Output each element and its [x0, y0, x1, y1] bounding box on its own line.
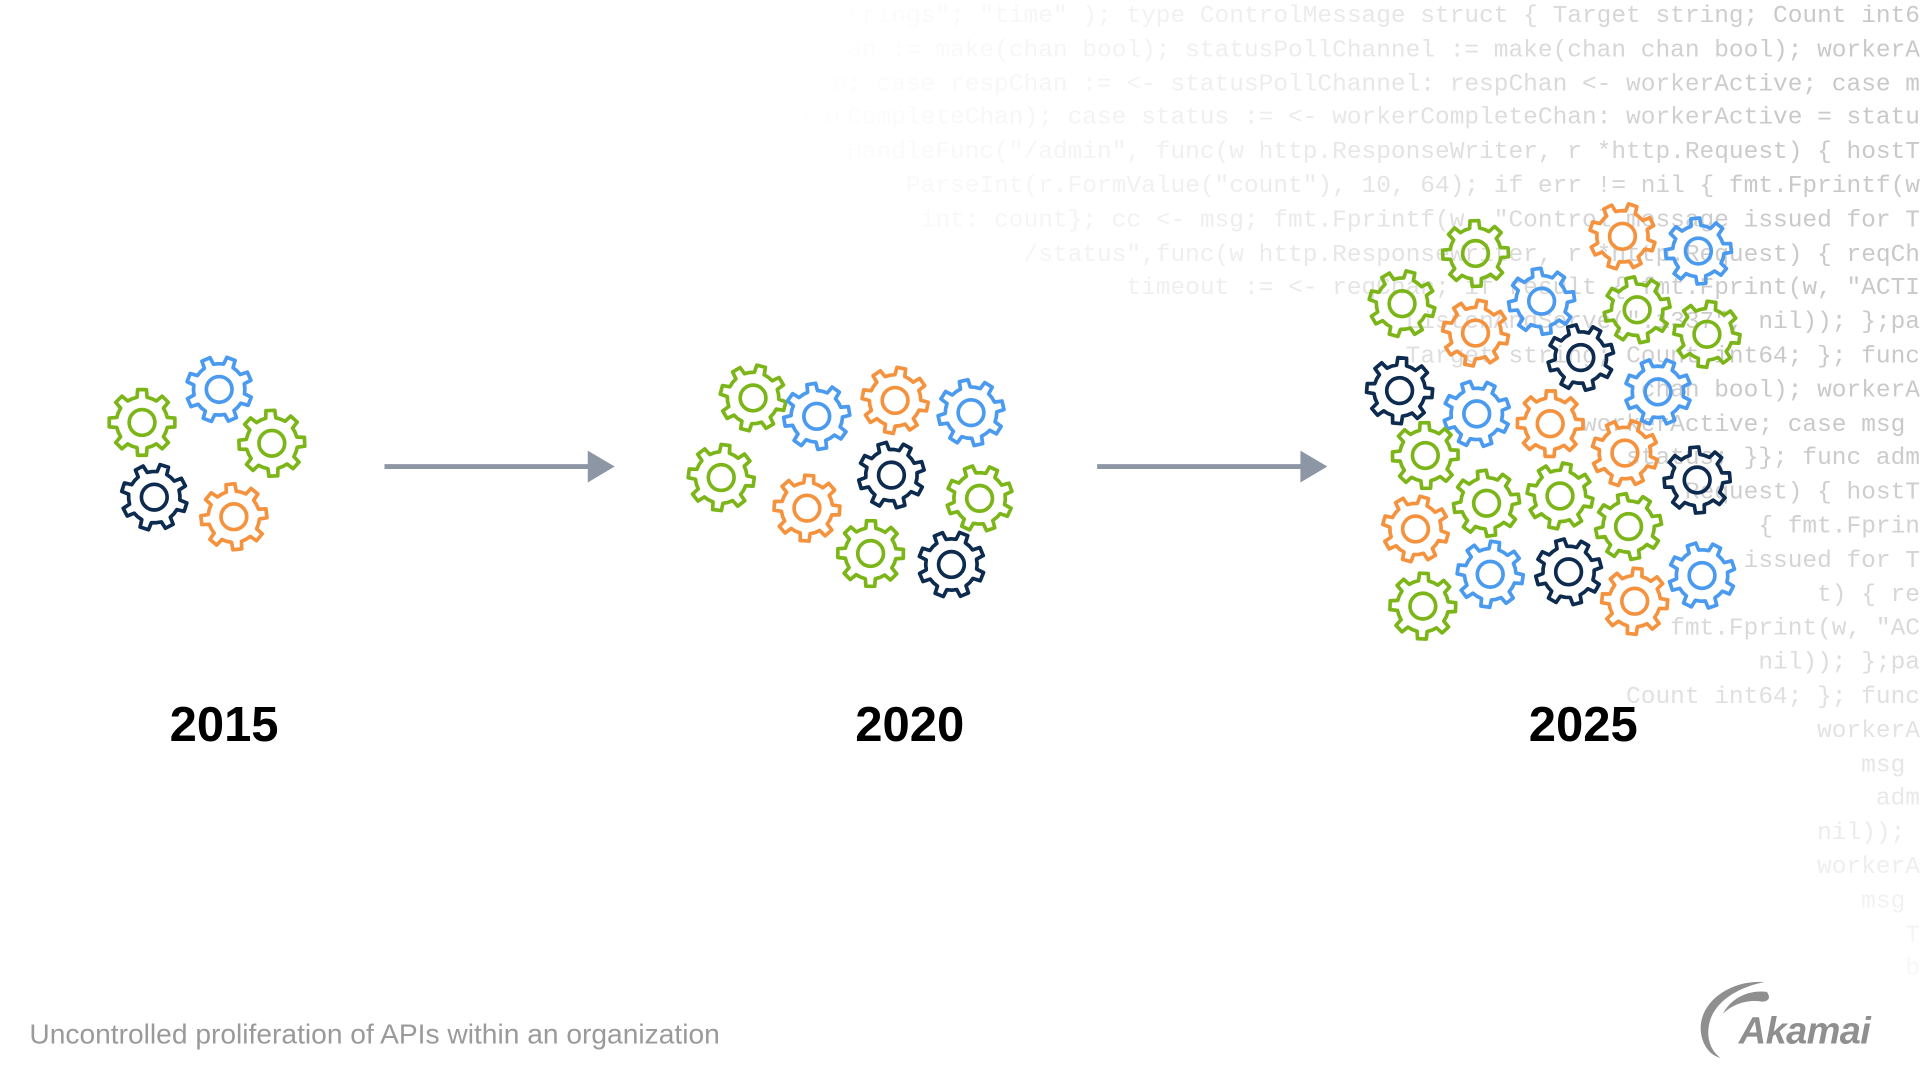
gear-icon [1515, 389, 1585, 459]
gear-icon [686, 442, 757, 513]
gear-icon [185, 355, 254, 424]
gear-icon [718, 363, 788, 433]
gear-icon [856, 440, 926, 510]
gear-icon [1663, 216, 1734, 286]
gear-icon [1451, 468, 1522, 539]
gear-icon [1590, 418, 1660, 488]
gear-icon [237, 408, 307, 479]
akamai-logo-text: Akamai [1738, 1008, 1871, 1052]
akamai-logo-icon [1700, 981, 1769, 1058]
gear-icon [1390, 420, 1460, 491]
gear-icon [1380, 494, 1451, 564]
gear-icon [860, 365, 931, 436]
gear-icon [945, 464, 1014, 533]
gear-icon [1506, 266, 1577, 337]
gear-icon [1442, 379, 1512, 449]
gear-icon [107, 387, 177, 458]
arrow-right-icon [1097, 450, 1328, 483]
gear-icon [1367, 269, 1437, 339]
gear-icon [835, 518, 906, 589]
gear-icon [198, 481, 269, 552]
year-label-2025: 2025 [1528, 697, 1638, 752]
year-label-2020: 2020 [855, 697, 965, 752]
gear-icon [1525, 461, 1595, 531]
gear-icon [1624, 358, 1692, 426]
gear-icon [1672, 299, 1742, 370]
gear-icon [917, 530, 986, 599]
caption: Uncontrolled proliferation of APIs withi… [29, 1017, 720, 1050]
gear-icon [936, 377, 1006, 448]
gear-icon [1662, 445, 1733, 515]
gear-icon [772, 473, 842, 543]
gear-icon [1546, 323, 1616, 393]
gear-icon [1593, 491, 1664, 562]
gear-icon [119, 462, 189, 532]
gear-icon [1440, 298, 1511, 368]
gear-icon [1455, 539, 1526, 610]
gear-icon [781, 381, 852, 452]
gear-icon [1440, 218, 1511, 289]
year-label-2015: 2015 [169, 697, 279, 752]
gear-icon [1602, 275, 1672, 345]
gear-icon [1388, 571, 1458, 641]
gear-icon [1667, 541, 1737, 610]
gear-icon [1588, 202, 1657, 271]
gear-icon [1364, 355, 1435, 426]
arrow-right-icon [384, 450, 615, 483]
gear-icon [1533, 537, 1604, 607]
gear-icon [1599, 566, 1670, 637]
